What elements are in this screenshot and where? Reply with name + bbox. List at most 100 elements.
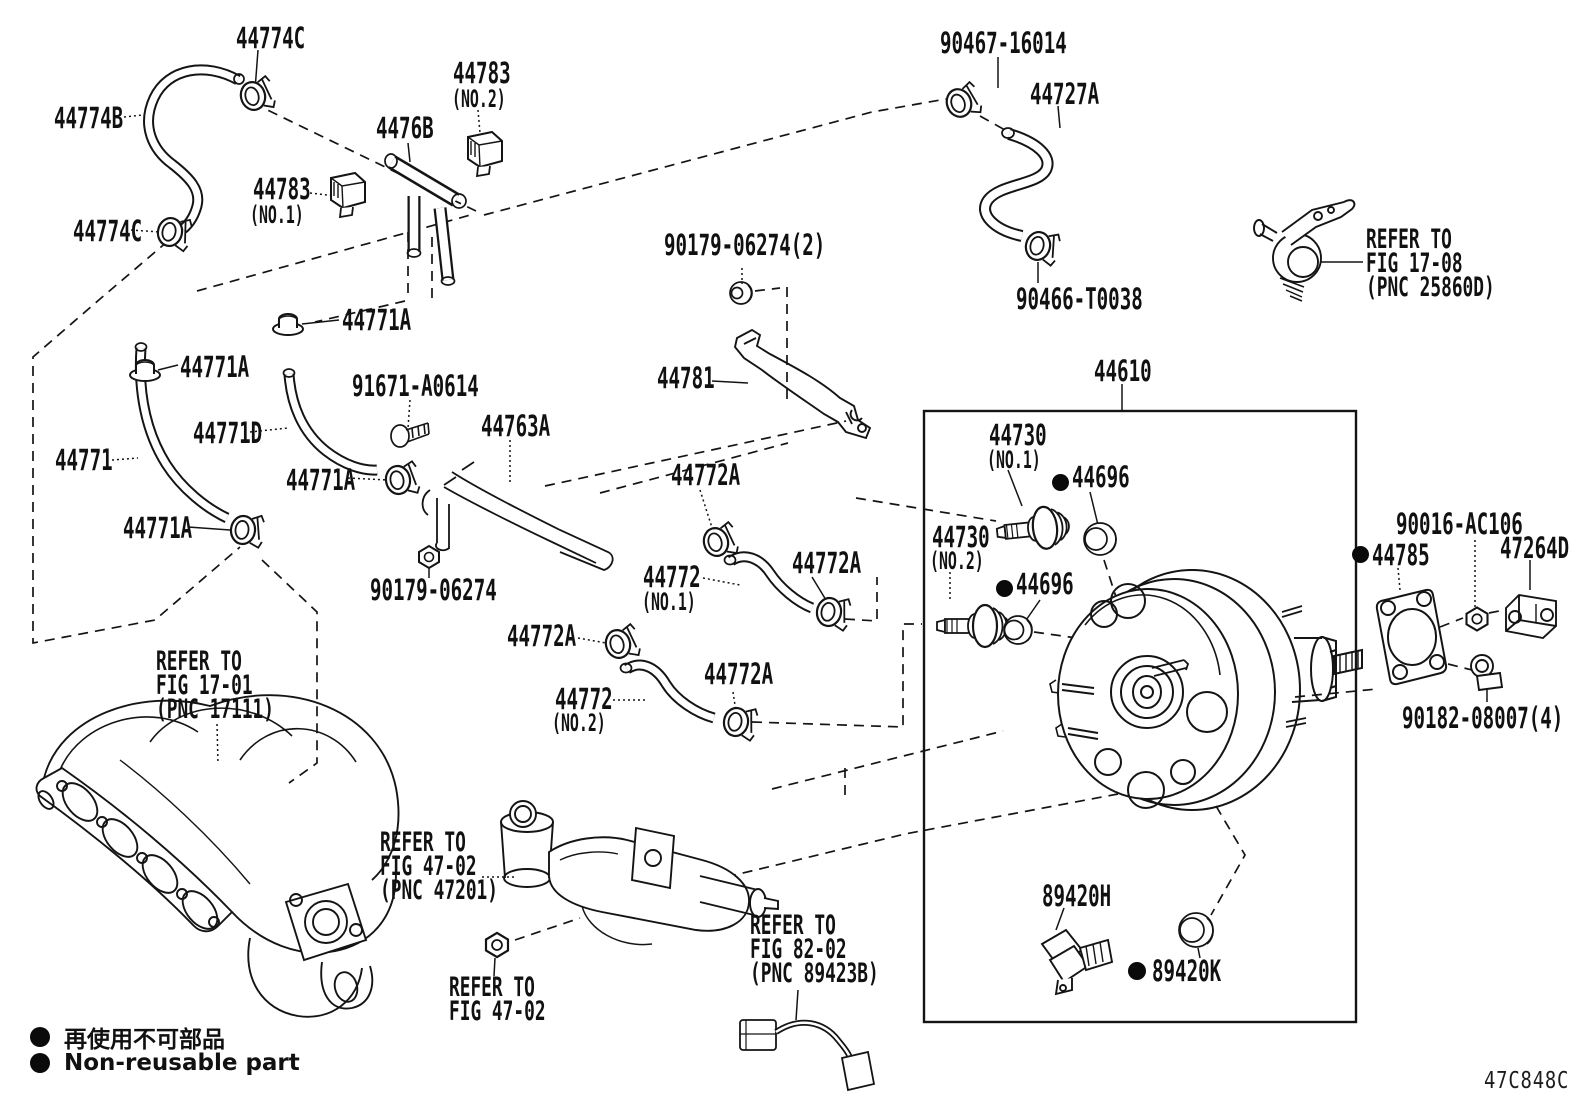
non-reusable-dot-icon <box>1128 962 1146 980</box>
part-label-44785: 44785 <box>1372 538 1430 572</box>
hose-44772-no2 <box>619 659 716 724</box>
part-sublabel-44730-no1: (NO.1) <box>987 446 1041 474</box>
legend-non-reusable-en: Non-reusable part <box>30 1050 300 1076</box>
part-label-90016-ac106: 90016-AC106 <box>1396 507 1523 541</box>
part-label-44783-no1: 44783 <box>253 172 311 206</box>
note-fig-47-02-a: REFER TO FIG 47-02 (PNC 47201) <box>380 827 499 906</box>
pipe-44763a <box>421 461 614 571</box>
hose-44771d <box>282 368 378 476</box>
clamp-44772a-3 <box>601 622 643 664</box>
part-label-44772-no1: 44772 <box>643 560 701 594</box>
part-label-90467-16014: 90467-16014 <box>940 26 1067 60</box>
part-sublabel-44783-no2: (NO.2) <box>452 85 506 113</box>
note-line: FIG 82-02 <box>750 934 847 965</box>
clamp-90466 <box>1021 226 1063 268</box>
part-label-44772a-1: 44772A <box>671 458 741 492</box>
note-fig-47-02-b: REFER TO FIG 47-02 <box>449 972 546 1027</box>
part-label-89420h: 89420H <box>1042 879 1112 913</box>
part-label-44727a: 44727A <box>1030 77 1100 111</box>
part-label-47264d: 47264D <box>1500 531 1570 565</box>
leader-lines <box>111 49 1531 1021</box>
tee-pipe-4476b <box>384 153 467 286</box>
bolt-90182 <box>1470 654 1504 692</box>
gasket-44785 <box>1375 588 1448 686</box>
part-label-44771a-3: 44771A <box>286 463 356 497</box>
note-line: REFER TO <box>750 910 836 941</box>
note-fig-17-08: REFER TO FIG 17-08 (PNC 25860D) <box>1366 224 1495 303</box>
part-label-44771: 44771 <box>55 443 113 477</box>
non-reusable-dot-icon <box>996 580 1013 597</box>
part-label-90179-06274-2: 90179-06274(2) <box>664 228 826 262</box>
part-label-44763a: 44763A <box>481 409 551 443</box>
grommet-44696-no1 <box>1083 522 1117 556</box>
intake-manifold <box>35 694 400 1018</box>
hose-44727a <box>979 127 1054 242</box>
part-label-44696-2: 44696 <box>1016 567 1074 601</box>
bracket-44781 <box>733 328 872 440</box>
part-label-44772a-2: 44772A <box>792 546 862 580</box>
part-sublabel-44783-no1: (NO.1) <box>250 201 304 229</box>
part-label-44781: 44781 <box>657 361 715 395</box>
non-reusable-dot-icon <box>30 1053 50 1073</box>
part-label-44730-no1: 44730 <box>989 418 1047 452</box>
brake-booster <box>1049 569 1363 811</box>
valve-25860d <box>1253 199 1356 302</box>
part-label-44774c-2: 44774C <box>73 214 143 248</box>
note-line: REFER TO <box>156 646 242 677</box>
part-label-90182-08007: 90182-08007(4) <box>1402 701 1564 735</box>
part-label-44771a-4: 44771A <box>123 511 193 545</box>
clamp-44771a-3 <box>382 459 422 499</box>
part-sublabel-44772-no2: (NO.2) <box>552 709 606 737</box>
note-line: FIG 17-08 <box>1366 248 1463 279</box>
grommet-44771a-1 <box>272 313 304 336</box>
part-label-44696-1: 44696 <box>1072 460 1130 494</box>
grommet-44696-no2 <box>1003 615 1033 645</box>
hose-44774b <box>143 64 245 234</box>
part-label-44774c-1: 44774C <box>236 21 306 55</box>
nut-90016 <box>1465 606 1489 632</box>
note-line: (PNC 17111) <box>156 694 275 725</box>
figure-code: 47C848C <box>1484 1068 1570 1094</box>
connector-44783-no1 <box>330 172 366 218</box>
master-cylinder <box>484 800 779 959</box>
non-reusable-dot-icon <box>1052 474 1069 491</box>
note-line: FIG 17-01 <box>156 670 253 701</box>
note-line: (PNC 47201) <box>380 875 499 906</box>
legend-non-reusable-jp: 再使用不可部品 <box>30 1020 225 1054</box>
part-label-44771a-1: 44771A <box>342 303 412 337</box>
legend-text-en: Non-reusable part <box>64 1050 300 1076</box>
part-label-89420k: 89420K <box>1152 954 1222 988</box>
non-reusable-dot-icon <box>1352 546 1369 563</box>
note-line: REFER TO <box>380 827 466 858</box>
sensor-89420h <box>1040 928 1114 996</box>
note-line: FIG 47-02 <box>449 996 546 1027</box>
part-label-4476b: 4476B <box>376 111 434 145</box>
part-label-44730-no2: 44730 <box>932 520 990 554</box>
note-line: REFER TO <box>1366 224 1452 255</box>
part-sublabel-44772-no1: (NO.1) <box>642 588 696 616</box>
clamp-44772a-2 <box>813 593 853 633</box>
part-label-90466-t0038: 90466-T0038 <box>1016 282 1143 316</box>
note-fig-17-01: REFER TO FIG 17-01 (PNC 17111) <box>156 646 275 725</box>
legend-text-jp: 再使用不可部品 <box>64 1027 225 1053</box>
part-label-44610: 44610 <box>1094 354 1152 388</box>
non-reusable-dot-icon <box>30 1027 50 1047</box>
check-valve-44730-no2 <box>935 603 1011 649</box>
part-label-44771a-2: 44771A <box>180 350 250 384</box>
check-valve-44730-no1 <box>993 503 1073 555</box>
screw-91671 <box>390 422 430 448</box>
note-line: (PNC 89423B) <box>750 958 879 989</box>
clamp-90467 <box>941 80 985 124</box>
part-label-90179-06274: 90179-06274 <box>370 573 497 607</box>
note-fig-82-02: REFER TO FIG 82-02 (PNC 89423B) <box>750 910 879 989</box>
part-label-44783-no2: 44783 <box>453 56 511 90</box>
hose-44772-no1 <box>723 551 815 614</box>
nut-90179 <box>418 545 440 569</box>
note-line: (PNC 25860D) <box>1366 272 1495 303</box>
part-label-44774b: 44774B <box>54 101 124 135</box>
part-label-91671-a0614: 91671-A0614 <box>352 369 479 403</box>
note-line: REFER TO <box>449 972 535 1003</box>
clamp-47264d <box>1505 593 1557 640</box>
connector-44783-no2 <box>467 131 503 177</box>
